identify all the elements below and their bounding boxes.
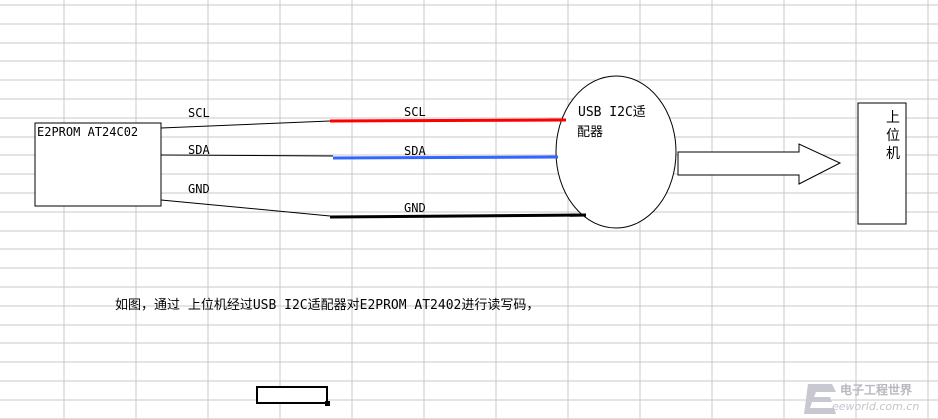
bus-sda-label: SDA [404, 144, 426, 158]
bus-gnd-label: GND [404, 201, 426, 215]
host-label-line3: 机 [886, 146, 900, 162]
left-sda-label: SDA [188, 143, 210, 157]
watermark-sub: eeworld.com.cn [832, 400, 920, 413]
watermark-e-icon [804, 384, 836, 414]
eeprom-box [34, 122, 162, 207]
bus-scl-label: SCL [404, 105, 426, 119]
arrow-to-host [677, 143, 842, 185]
adapter-label-line2: 配器 [577, 125, 603, 140]
host-pc-box [857, 102, 907, 225]
fill-handle[interactable] [325, 401, 330, 406]
gnd-wire-thin [160, 199, 331, 217]
host-label-line1: 上 [886, 110, 900, 126]
scl-wire-thin [160, 120, 331, 129]
watermark-text: 电子工程世界 [840, 383, 913, 397]
sda-wire-thin [160, 154, 334, 157]
adapter-label-line1: USB I2C适 [578, 105, 646, 120]
eeprom-label: E2PROM AT24C02 [37, 125, 138, 139]
selected-cell[interactable] [256, 386, 328, 404]
gnd-bus-line [329, 213, 587, 219]
watermark-logo [804, 384, 836, 414]
host-label-line2: 位 [886, 128, 900, 144]
sda-bus-line [332, 155, 559, 160]
usb-i2c-adapter-ellipse [555, 75, 677, 229]
scl-bus-line [329, 118, 567, 123]
left-scl-label: SCL [188, 106, 210, 120]
diagram-caption: 如图，通过 上位机经过USB I2C适配器对E2PROM AT2402进行读写码… [115, 298, 540, 313]
left-gnd-label: GND [188, 182, 210, 196]
